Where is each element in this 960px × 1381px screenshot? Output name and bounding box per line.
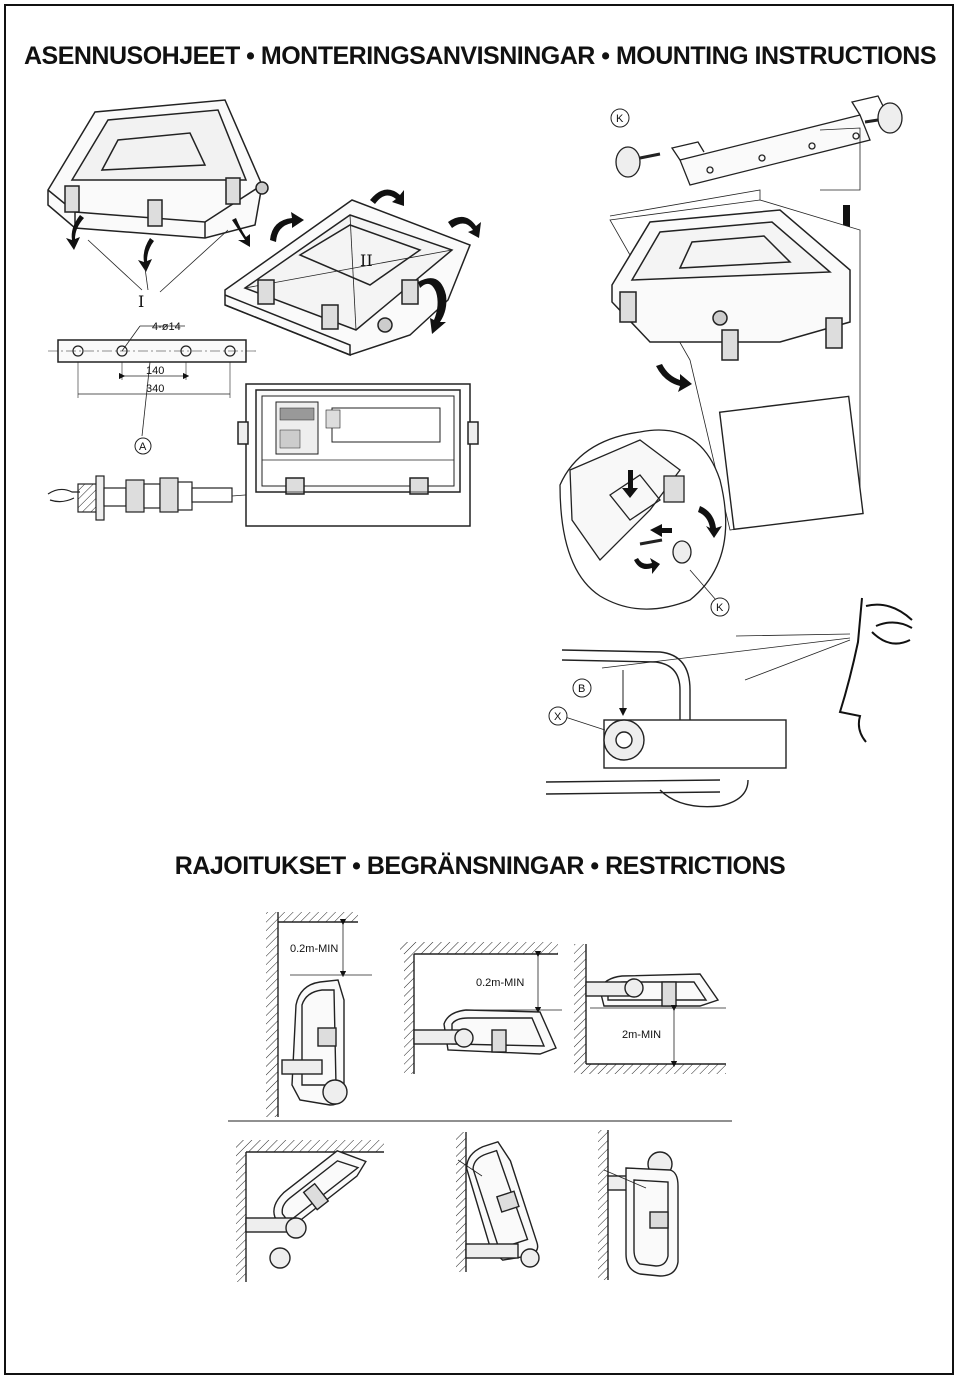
restriction-diagonal-ceiling-drawing (236, 1140, 384, 1282)
step-one-label: I (138, 292, 144, 311)
inner-panel-drawing (237, 383, 479, 527)
part-k-top-label: K (616, 113, 624, 125)
restrictions-title: RAJOITUKSET • BEGRÄNSNINGAR • RESTRICTIO… (174, 852, 786, 880)
holes-dimension: 4-ø14 (152, 321, 181, 333)
eye-profile-icon (838, 597, 913, 743)
cable-gland-drawing (47, 475, 286, 521)
open-housing-drawing (224, 199, 471, 357)
part-k-bottom-marker (710, 597, 730, 617)
part-x-marker (548, 706, 568, 726)
part-b-label: B (578, 683, 585, 695)
restriction-inverted-wall-drawing (598, 1130, 679, 1280)
detail-bubble-drawing (559, 429, 727, 610)
wall-top-clearance: 0.2m-MIN (290, 943, 338, 955)
bracket-exploded-drawing (609, 95, 903, 217)
part-k-top-marker (610, 108, 630, 128)
mounting-title: ASENNUSOHJEET • MONTERINGSANVISNINGAR • … (23, 42, 937, 70)
floor-clearance: 2m-MIN (622, 1029, 661, 1041)
restriction-ceiling-drawing (400, 942, 562, 1074)
housing-on-wall-drawing (609, 199, 864, 531)
rotate-arrow-icon (270, 189, 481, 334)
part-x-label: X (554, 711, 562, 723)
restriction-tilted-wall-drawing (456, 1132, 540, 1272)
ceiling-clearance: 0.2m-MIN (476, 977, 524, 989)
part-a-marker (134, 437, 152, 455)
part-k-bottom-label: K (716, 602, 724, 614)
part-a-label: A (139, 441, 147, 453)
restriction-wall-top-drawing (266, 912, 372, 1117)
restriction-floor-drawing (574, 944, 726, 1074)
spacing-inner-dimension: 140 (146, 365, 164, 377)
rotate-arrow-icon (66, 215, 250, 272)
rotate-arrow-icon (622, 470, 722, 574)
rotate-arrow-icon (656, 364, 692, 392)
bracket-dimension-drawing (48, 325, 258, 437)
part-b-marker (572, 678, 592, 698)
spacing-outer-dimension: 340 (146, 383, 164, 395)
tilt-angle-drawing (545, 633, 851, 808)
page-border (4, 4, 954, 1375)
step-two-label: II (360, 251, 373, 270)
closed-housing-drawing (47, 99, 269, 239)
